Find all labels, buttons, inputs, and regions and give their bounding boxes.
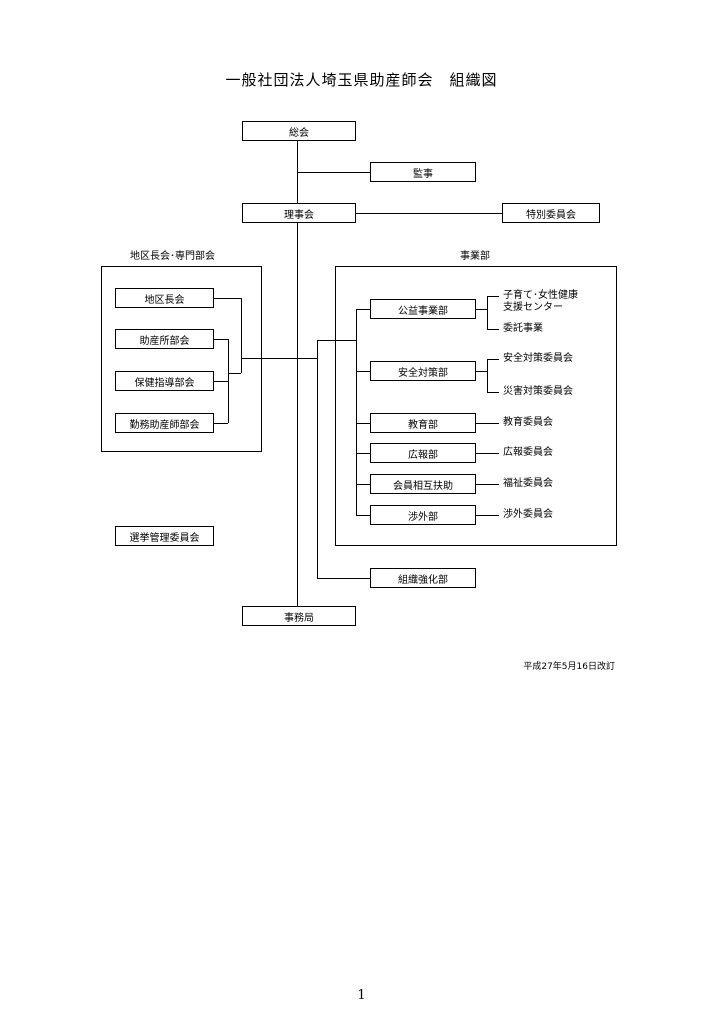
- jigyo-group-frame: [335, 266, 617, 546]
- saigai-iin-label: 災害対策委員会: [503, 386, 573, 397]
- josansho-box: 助産所部会: [115, 329, 214, 349]
- shogai-box: 渉外部: [370, 505, 476, 525]
- anzen-iin-label: 安全対策委員会: [503, 353, 573, 364]
- shogai-iin-label: 渉外委員会: [503, 509, 553, 520]
- revision-date: 平成27年5月16日改訂: [523, 662, 615, 672]
- tokubetsu-box: 特別委員会: [502, 203, 600, 223]
- chiku-group-label: 地区長会･専門部会: [130, 251, 215, 262]
- anzen-box: 安全対策部: [370, 361, 476, 381]
- kinmu-box: 勤務助産師部会: [115, 413, 214, 433]
- soukai-box: 総会: [242, 121, 356, 141]
- kanji-box: 監事: [370, 162, 476, 182]
- senkyo-box: 選挙管理委員会: [115, 526, 214, 546]
- chikucho-box: 地区長会: [115, 288, 214, 308]
- page-title: 一般社団法人埼玉県助産師会 組織図: [225, 71, 498, 89]
- itaku-label: 委託事業: [503, 323, 543, 334]
- jigyo-group-label: 事業部: [460, 251, 490, 262]
- rijikai-box: 理事会: [242, 203, 356, 223]
- kaiin-box: 会員相互扶助: [370, 474, 476, 494]
- kosodate-label-2: 支援センター: [503, 302, 563, 313]
- jimukyoku-box: 事務局: [242, 606, 356, 626]
- fukushi-iin-label: 福祉委員会: [503, 478, 553, 489]
- page-number: 1: [357, 988, 366, 1003]
- chiku-group-frame: [101, 266, 262, 452]
- koueki-box: 公益事業部: [370, 299, 476, 319]
- kyoiku-box: 教育部: [370, 413, 476, 433]
- kouho-iin-label: 広報委員会: [503, 447, 553, 458]
- kyoiku-iin-label: 教育委員会: [503, 417, 553, 428]
- hoken-box: 保健指導部会: [115, 371, 214, 391]
- kosodate-label-1: 子育て･女性健康: [503, 290, 578, 301]
- kouho-box: 広報部: [370, 443, 476, 463]
- soshiki-box: 組織強化部: [370, 568, 476, 588]
